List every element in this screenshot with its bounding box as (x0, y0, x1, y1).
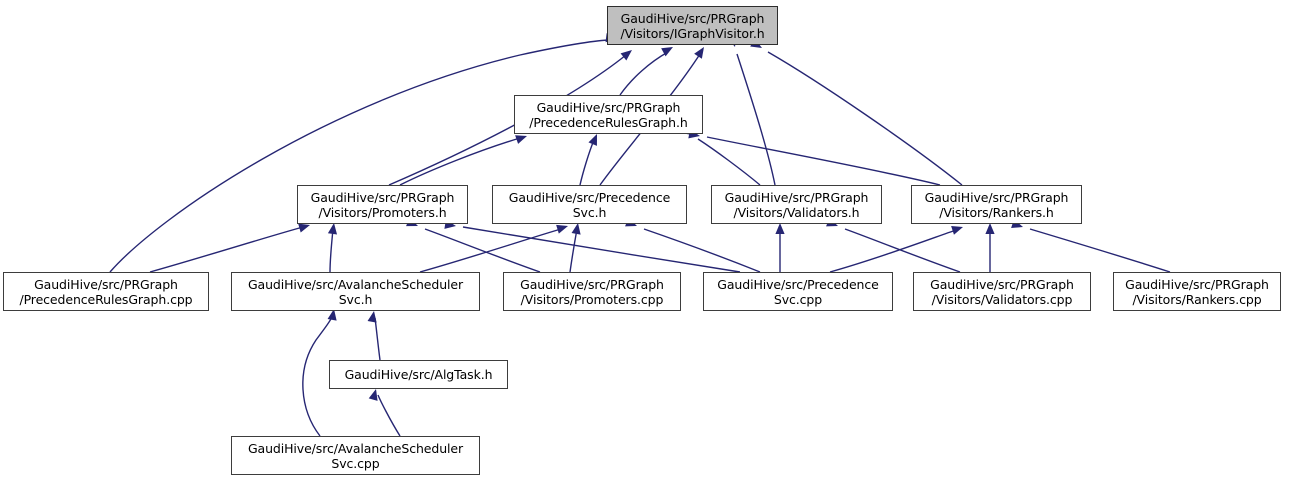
arrow-head-icon (661, 47, 673, 57)
dependency-edge (149, 223, 310, 273)
dependency-edge (727, 35, 776, 186)
arrow-head-icon (298, 223, 310, 233)
node-label: GaudiHive/src/PRGraph /Visitors/Promoter… (520, 276, 664, 307)
node-label: GaudiHive/src/AlgTask.h (344, 367, 493, 382)
dependency-edge (985, 223, 995, 272)
dependency-edge (399, 135, 527, 186)
dependency-edge (579, 134, 597, 186)
node-rankers_cpp[interactable]: GaudiHive/src/PRGraph /Visitors/Rankers.… (1113, 272, 1281, 311)
node-label: GaudiHive/src/AvalancheScheduler Svc.cpp (247, 440, 464, 471)
dependency-edge (775, 223, 785, 272)
arrow-head-icon (515, 135, 527, 144)
dependency-edge (688, 129, 941, 186)
dependency-edge (109, 33, 617, 273)
node-algtask_h[interactable]: GaudiHive/src/AlgTask.h (329, 360, 508, 389)
node-precedencerulesgraph_h[interactable]: GaudiHive/src/PRGraph /PrecedenceRulesGr… (514, 95, 703, 134)
node-label: GaudiHive/src/PRGraph /Visitors/IGraphVi… (620, 10, 765, 41)
dependency-edge (302, 309, 337, 437)
dependency-edge (1011, 219, 1171, 273)
dependency-edge (569, 223, 581, 273)
arrow-head-icon (694, 47, 704, 59)
node-promoters_cpp[interactable]: GaudiHive/src/PRGraph /Visitors/Promoter… (503, 272, 681, 311)
node-validators_cpp[interactable]: GaudiHive/src/PRGraph /Visitors/Validato… (913, 272, 1091, 311)
node-label: GaudiHive/src/AvalancheScheduler Svc.h (247, 276, 464, 307)
node-label: GaudiHive/src/PRGraph /Visitors/Rankers.… (924, 189, 1069, 220)
arrow-head-icon (951, 226, 963, 235)
node-avalancheschedulersvc_h[interactable]: GaudiHive/src/AvalancheScheduler Svc.h (231, 272, 480, 311)
arrow-head-icon (367, 311, 377, 323)
arrow-head-icon (556, 224, 568, 234)
dependency-edge (750, 38, 963, 186)
node-avalancheschedulersvc_cpp[interactable]: GaudiHive/src/AvalancheScheduler Svc.cpp (231, 436, 480, 475)
dependency-edge (829, 226, 963, 273)
node-label: GaudiHive/src/PRGraph /Visitors/Rankers.… (1125, 276, 1269, 307)
node-label: GaudiHive/src/PRGraph /Visitors/Validato… (724, 189, 869, 220)
dependency-edge (619, 47, 673, 96)
node-precedencesvc_cpp[interactable]: GaudiHive/src/Precedence Svc.cpp (703, 272, 893, 311)
node-rankers_h[interactable]: GaudiHive/src/PRGraph /Visitors/Rankers.… (911, 185, 1082, 224)
node-igraphvisitor_h[interactable]: GaudiHive/src/PRGraph /Visitors/IGraphVi… (607, 6, 778, 45)
arrow-head-icon (571, 223, 581, 235)
node-precedencesvc_h[interactable]: GaudiHive/src/Precedence Svc.h (492, 185, 687, 224)
arrow-head-icon (985, 223, 995, 234)
arrow-head-icon (775, 223, 785, 234)
dependency-edge (406, 217, 541, 273)
node-label: GaudiHive/src/PRGraph /Visitors/Validato… (930, 276, 1074, 307)
node-label: GaudiHive/src/PRGraph /PrecedenceRulesGr… (19, 276, 193, 307)
dependency-edge (419, 224, 568, 273)
node-label: GaudiHive/src/Precedence Svc.cpp (717, 276, 879, 307)
arrow-head-icon (327, 309, 337, 321)
dependency-edge (444, 219, 741, 273)
arrow-head-icon (588, 134, 597, 146)
arrow-head-icon (327, 223, 338, 235)
node-promoters_h[interactable]: GaudiHive/src/PRGraph /Visitors/Promoter… (297, 185, 468, 224)
dependency-edge (826, 217, 961, 273)
node-label: GaudiHive/src/PRGraph /PrecedenceRulesGr… (529, 99, 688, 130)
node-validators_h[interactable]: GaudiHive/src/PRGraph /Visitors/Validato… (711, 185, 882, 224)
dependency-edge (327, 223, 338, 273)
node-precedencerulesgraph_cpp[interactable]: GaudiHive/src/PRGraph /PrecedenceRulesGr… (3, 272, 209, 311)
dependency-edge (368, 389, 401, 437)
node-label: GaudiHive/src/Precedence Svc.h (508, 189, 671, 220)
dependency-edge (367, 311, 381, 361)
arrow-head-icon (620, 50, 632, 61)
arrow-head-icon (368, 389, 378, 401)
node-label: GaudiHive/src/PRGraph /Visitors/Promoter… (310, 189, 455, 220)
